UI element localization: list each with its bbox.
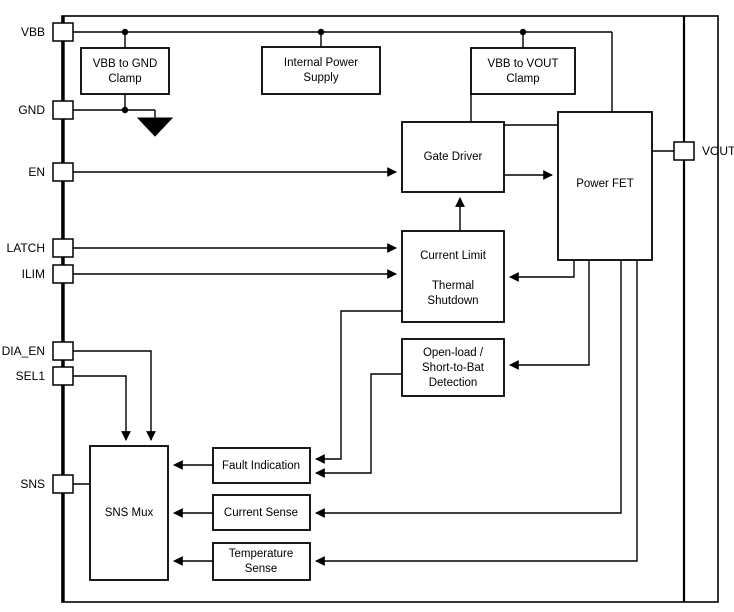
block-open-load-short-to-bat-detection[interactable]: Open-load / Short-to-Bat Detection	[401, 338, 505, 397]
pin-gnd[interactable]: GND	[18, 100, 74, 120]
pin-sns[interactable]: SNS	[20, 474, 74, 494]
wire-power-fet-to-current-limit	[509, 260, 575, 282]
block-gate-driver[interactable]: Gate Driver	[401, 121, 505, 193]
block-label-line: Thermal	[432, 280, 474, 292]
block-label-line: Detection	[429, 377, 478, 389]
wire-layer	[73, 16, 686, 602]
pin-label-latch: LATCH	[7, 241, 45, 255]
pin-ilim[interactable]: ILIM	[22, 264, 74, 284]
pin-vout[interactable]: VOUT	[673, 141, 734, 161]
block-label-line: Shutdown	[427, 295, 478, 307]
wire-dia-en-to-sns-mux	[73, 350, 156, 441]
block-label-line: Temperature	[229, 548, 294, 560]
block-label-line: Supply	[303, 72, 338, 84]
pin-label-gnd: GND	[18, 103, 45, 117]
block-label-line: Sense	[245, 563, 278, 575]
pin-en[interactable]: EN	[28, 162, 74, 182]
block-sns-mux[interactable]: SNS Mux	[89, 445, 169, 581]
block-label-line: Clamp	[108, 73, 141, 85]
block-vbb-vout-clamp[interactable]: VBB to VOUT Clamp	[470, 47, 576, 95]
block-current-limit-thermal-shutdown[interactable]: Current Limit Thermal Shutdown	[401, 230, 505, 323]
pin-label-sns: SNS	[20, 477, 45, 491]
block-internal-power-supply[interactable]: Internal Power Supply	[261, 46, 381, 95]
block-label-line: Power FET	[576, 178, 634, 190]
junction-dot-vbb-vout-clamp	[519, 28, 527, 36]
die-boundary	[61, 15, 719, 603]
block-label-line: Short-to-Bat	[422, 362, 485, 374]
pin-label-dia-en: DIA_EN	[2, 344, 45, 358]
junction-dot-internal-supply	[317, 28, 325, 36]
pin-vbb[interactable]: VBB	[21, 22, 74, 42]
block-power-fet[interactable]: Power FET	[557, 111, 653, 261]
wire-sel1-to-sns-mux	[73, 375, 131, 441]
block-label-line: Internal Power	[284, 57, 358, 69]
block-label-line: Gate Driver	[424, 151, 483, 163]
wire-power-fet-to-temperature-sense	[315, 260, 638, 566]
block-current-sense[interactable]: Current Sense	[212, 494, 311, 531]
pin-latch[interactable]: LATCH	[7, 238, 74, 258]
pin-label-en: EN	[28, 165, 45, 179]
pin-label-vbb: VBB	[21, 25, 45, 39]
wire-power-fet-to-open-load	[509, 260, 590, 370]
ground-symbol-icon	[136, 117, 174, 137]
pin-dia-en[interactable]: DIA_EN	[2, 341, 74, 361]
block-label-line: SNS Mux	[105, 507, 154, 519]
pin-label-vout: VOUT	[702, 144, 734, 158]
wire-power-fet-to-current-sense	[315, 260, 622, 518]
block-label-line: Open-load /	[423, 347, 484, 359]
block-label-line: VBB to GND	[93, 58, 158, 70]
wire-current-limit-to-fault-indication	[315, 310, 402, 464]
block-label-line: Current Limit	[420, 250, 487, 262]
block-fault-indication[interactable]: Fault Indication	[212, 447, 311, 484]
block-label-line: VBB to VOUT	[488, 58, 559, 70]
pin-label-ilim: ILIM	[22, 267, 45, 281]
pin-label-sel1: SEL1	[16, 369, 46, 383]
block-label-line: Current Sense	[224, 507, 298, 519]
block-label-line: Fault Indication	[222, 460, 300, 472]
block-temperature-sense[interactable]: Temperature Sense	[212, 542, 311, 581]
pin-sel1[interactable]: SEL1	[16, 366, 74, 386]
junction-dot-gnd	[121, 106, 129, 114]
block-label-line: Clamp	[506, 73, 539, 85]
wire-open-load-to-fault-indication	[315, 373, 402, 478]
junction-dot-vbb-gnd-clamp	[121, 28, 129, 36]
block-vbb-gnd-clamp[interactable]: VBB to GND Clamp	[80, 47, 170, 95]
